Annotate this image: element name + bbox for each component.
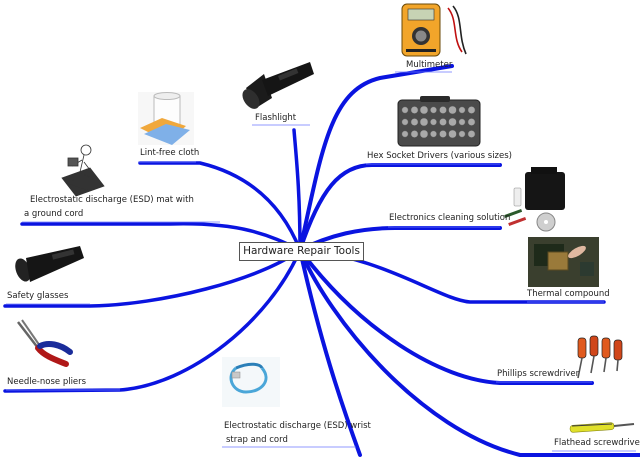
flashlight-icon [242, 62, 314, 109]
branch-lint-free-cloth [138, 161, 302, 252]
node-esd-wrist-line1[interactable]: Electrostatic discharge (ESD) wrist [224, 421, 371, 431]
node-flathead-screwdriver[interactable]: Flathead screwdriver [554, 438, 640, 448]
node-thermal-compound[interactable]: Thermal compound [527, 289, 610, 299]
branch-esd-wrist-strap [298, 248, 362, 457]
socket-icon [419, 105, 429, 115]
node-hex-socket-drivers[interactable]: Hex Socket Drivers (various sizes) [367, 151, 512, 161]
socket-icon [458, 118, 466, 126]
multimeter-icon [401, 3, 467, 57]
branch-flashlight [292, 128, 302, 252]
screwdriver-handle-icon [589, 335, 599, 357]
thermal-compound-icon [528, 237, 599, 287]
node-multimeter[interactable]: Multimeter [406, 60, 453, 70]
socket-icon [458, 130, 466, 138]
flathead-screwdriver-icon [569, 422, 635, 433]
socket-icon [430, 118, 437, 126]
socket-icon [439, 118, 447, 126]
socket-icon [467, 130, 476, 138]
branch-flathead-screwdriver [298, 248, 640, 457]
socket-icon [439, 106, 447, 114]
socket-icon [448, 129, 457, 139]
node-esd-wrist-line2: strap and cord [226, 435, 288, 445]
branch-phillips-screwdriver [298, 248, 594, 385]
screwdriver-shaft-icon [590, 355, 595, 374]
socket-icon [410, 130, 419, 138]
node-cleaning-solution[interactable]: Electronics cleaning solution [389, 213, 511, 223]
node-lint-free-cloth[interactable]: Lint-free cloth [140, 148, 200, 158]
node-flashlight[interactable]: Flashlight [255, 113, 297, 123]
hex-socket-case-icon [397, 96, 481, 147]
flashlight-icon [15, 246, 84, 282]
socket-icon [448, 117, 457, 127]
node-phillips-screwdriver[interactable]: Phillips screwdriver [497, 369, 580, 379]
socket-icon [410, 118, 419, 126]
socket-icon [410, 106, 419, 114]
socket-icon [401, 106, 409, 114]
node-safety-glasses[interactable]: Safety glasses [7, 291, 69, 301]
socket-icon [430, 130, 437, 138]
screwdriver-handle-icon [601, 337, 611, 359]
socket-icon [401, 130, 409, 138]
screwdriver-shaft-icon [577, 357, 583, 379]
branch-multimeter [298, 64, 454, 252]
screwdriver-handle-icon [577, 337, 587, 359]
socket-icon [401, 118, 409, 126]
node-needle-nose-pliers[interactable]: Needle-nose pliers [7, 377, 87, 387]
esd-mat-icon [61, 144, 105, 197]
socket-icon [430, 106, 437, 114]
cleaning-kit-icon [504, 167, 565, 232]
socket-icon [467, 118, 476, 126]
socket-icon [467, 106, 476, 114]
central-topic[interactable]: Hardware Repair Tools [239, 242, 364, 261]
esd-wrist-strap-icon [222, 357, 280, 407]
branch-hex-socket-drivers [298, 163, 502, 252]
node-esd-mat-line2: a ground cord [24, 209, 84, 219]
node-esd-mat-line1[interactable]: Electrostatic discharge (ESD) mat with [30, 195, 194, 205]
branch-needle-nose-pliers [3, 248, 302, 393]
socket-icon [439, 130, 447, 138]
branch-safety-glasses [3, 248, 302, 308]
needle-nose-pliers-icon [17, 319, 73, 367]
screwdriver-handle-icon [613, 339, 623, 361]
socket-icon [448, 105, 457, 115]
screwdriver-shaft-icon [603, 357, 607, 373]
socket-icon [458, 106, 466, 114]
phillips-screwdrivers-icon [577, 335, 623, 379]
screwdriver-shaft-icon [616, 359, 619, 372]
socket-icon [419, 129, 429, 139]
lint-free-cloth-icon [138, 92, 194, 145]
socket-icon [419, 117, 429, 127]
